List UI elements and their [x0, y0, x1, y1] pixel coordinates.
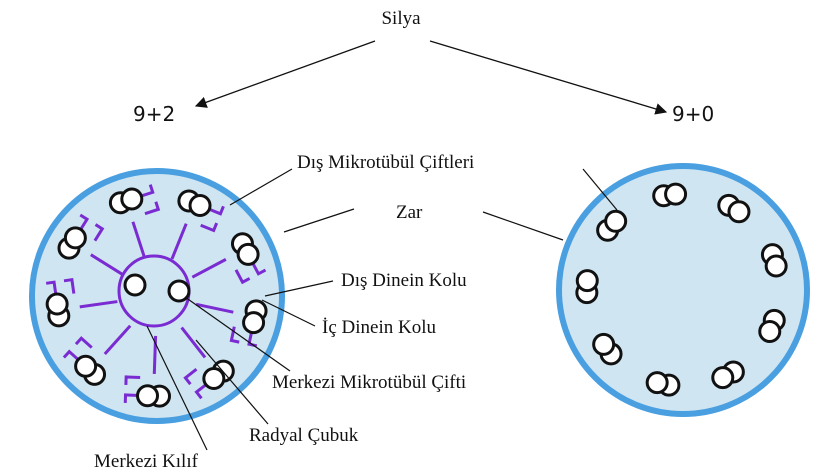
- leader-membrane: [284, 209, 354, 232]
- axoneme-9plus2: [32, 171, 282, 421]
- leader-membrane-9plus0: [483, 212, 563, 240]
- type-label-9plus2: 9+2: [133, 102, 175, 126]
- microtubule: [76, 356, 96, 376]
- microtubule: [647, 373, 667, 393]
- microtubule: [238, 244, 258, 264]
- microtubule: [577, 271, 597, 291]
- arrow-to-9plus0: [430, 41, 666, 112]
- microtubule: [122, 189, 142, 209]
- microtubule: [47, 294, 67, 314]
- label-central-pair: Merkezi Mikrotübül Çifti: [272, 372, 466, 393]
- microtubule: [190, 196, 210, 216]
- label-membrane: Zar: [396, 202, 423, 223]
- label-outer-dynein-arm: Dış Dinein Kolu: [341, 270, 467, 291]
- microtubule: [766, 256, 786, 276]
- microtubule: [666, 184, 686, 204]
- microtubule: [204, 368, 224, 388]
- type-label-9plus0: 9+0: [672, 102, 714, 126]
- microtubule: [244, 313, 264, 333]
- microtubule: [65, 228, 85, 248]
- central-microtubule: [125, 275, 145, 295]
- label-outer-doublets: Dış Mikrotübül Çiftleri: [297, 152, 474, 173]
- title-silya: Silya: [381, 8, 421, 29]
- label-radial-spoke: Radyal Çubuk: [249, 425, 359, 446]
- microtubule: [606, 211, 626, 231]
- microtubule: [729, 202, 749, 222]
- label-central-sheath: Merkezi Kılıf: [94, 451, 199, 472]
- microtubule: [713, 368, 733, 388]
- arrow-to-9plus2: [196, 41, 375, 106]
- leader-outer-doublets: [230, 169, 292, 205]
- microtubule: [760, 322, 780, 342]
- microtubule: [594, 334, 614, 354]
- axoneme-9plus0: [559, 166, 807, 414]
- microtubule: [138, 386, 158, 406]
- label-inner-dynein-arm: İç Dinein Kolu: [322, 317, 436, 338]
